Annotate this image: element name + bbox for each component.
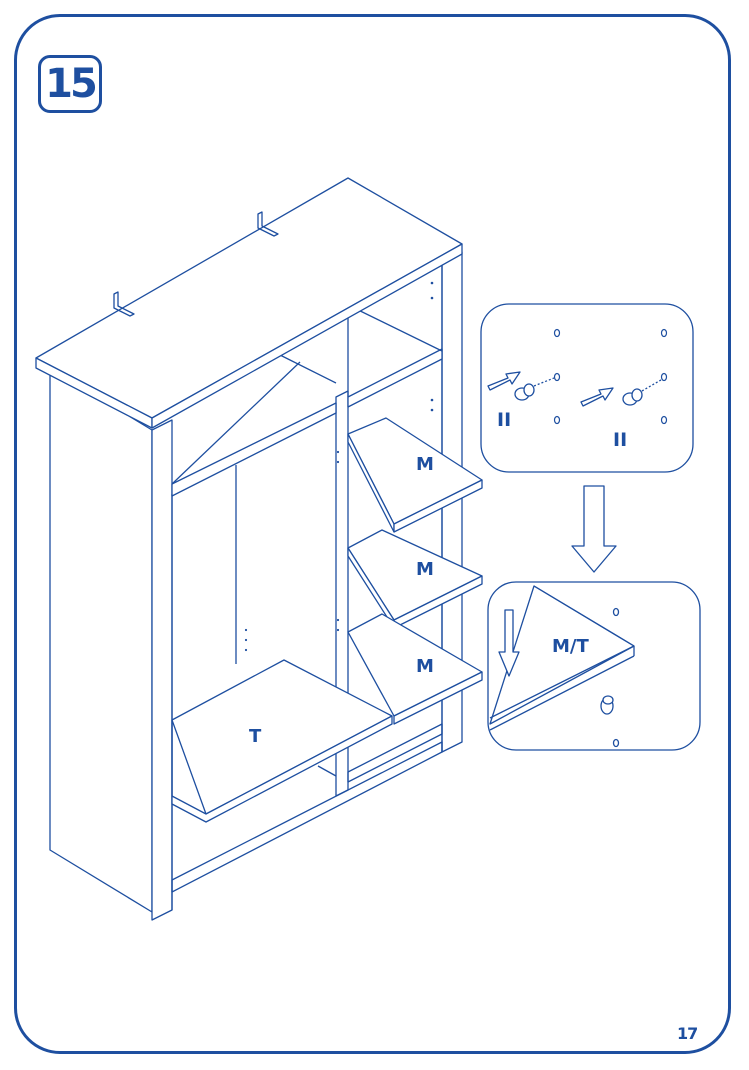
arrow-right-icon — [580, 387, 614, 407]
shelf-pin-icon — [600, 695, 614, 715]
shelf-type-label: M/T — [552, 636, 589, 657]
step-number-badge: 15 — [38, 55, 102, 113]
shelf-pin-icon — [514, 377, 555, 401]
shelf-label: M — [416, 559, 434, 580]
pin-quantity-label: II — [497, 409, 511, 431]
shelf-pin-icon — [622, 379, 662, 406]
wardrobe-carcass — [35, 177, 463, 921]
pin-quantity-label: II — [613, 429, 627, 451]
page-frame — [14, 14, 731, 1054]
shelf-label: M — [416, 656, 434, 677]
detail-shelf-placement: M/T — [487, 581, 701, 751]
shelf-middle-center — [347, 529, 483, 629]
shelf-middle-top — [347, 417, 483, 533]
shelf-label: T — [249, 726, 262, 747]
shelf-middle-bottom — [347, 613, 483, 725]
page-number: 17 — [677, 1024, 698, 1043]
shelf-bottom — [171, 659, 393, 823]
arrow-down-icon — [571, 485, 617, 573]
arrow-down-icon — [498, 609, 520, 677]
detail-pin-insertion: II II — [480, 303, 694, 473]
wall-bracket-icon — [113, 211, 279, 317]
arrow-right-icon — [487, 371, 521, 391]
shelf-label: M — [416, 454, 434, 475]
